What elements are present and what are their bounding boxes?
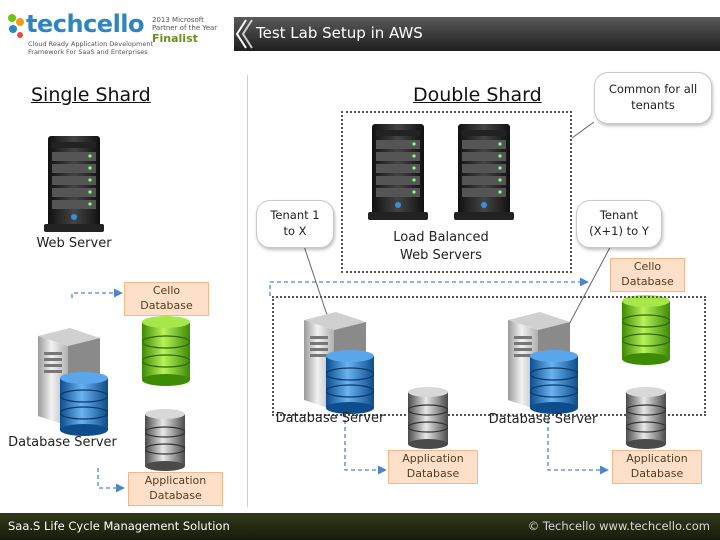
single-shard-heading: Single Shard [31,84,151,106]
pointer-tenant2 [565,239,615,331]
logo-tagline: Cloud Ready Application Development Fram… [28,40,154,56]
tenant1-callout: Tenant 1 to X [256,200,334,248]
db-server-1-label: Database Server [275,411,385,426]
section-divider [247,75,248,507]
db-server-blue-db-icon [60,372,108,437]
techcello-logo-icon [8,14,24,38]
connector-web-to-cello [71,288,123,298]
db-server-label: Database Server [8,435,117,450]
db-server-2-blue-db-icon [530,350,578,415]
connector-app-db [97,468,125,493]
footer-product: Saa.S Life Cycle Management Solution [8,519,230,533]
lb-web-server-2-icon [454,124,514,220]
app-db-2-label: Application Database [612,450,702,484]
common-tenants-callout: Common for all tenants [594,72,712,124]
app-db-1-label: Application Database [388,450,478,484]
db-server-1-blue-db-icon [326,350,374,415]
db-server-2-label: Database Server [488,412,598,427]
footer-copyright: © Techcello www.techcello.com [527,519,710,533]
chevron-left-icon [235,19,253,49]
logo-area: techcello Cloud Ready Application Develo… [0,0,240,62]
lb-web-server-1-icon [368,124,428,220]
logo-wordmark: techcello [26,10,145,38]
connector-shared-cello [269,277,589,296]
page-title: Test Lab Setup in AWS [256,24,423,42]
load-balanced-group [341,111,572,273]
app-db-label: Application Database [128,472,223,506]
cello-db-green-icon [142,316,190,387]
lb-web-servers-label: Load Balanced Web Servers [393,230,489,263]
shared-cello-db-label: Cello Database [610,258,685,292]
connector-app-db-2 [547,420,609,475]
database-servers-group [272,296,706,416]
footer-bar: Saa.S Life Cycle Management Solution © T… [0,513,720,540]
app-db-grey-icon [145,408,185,472]
web-server-label: Web Server [36,236,112,251]
app-db-2-grey-icon [626,386,666,450]
pointer-common [571,121,595,139]
cello-db-label: Cello Database [124,282,209,316]
double-shard-heading: Double Shard [413,84,542,106]
tenant2-callout: Tenant (X+1) to Y [576,200,662,248]
web-server-rack-icon [44,136,104,232]
title-bar: Test Lab Setup in AWS [234,17,720,51]
app-db-1-grey-icon [408,386,448,450]
connector-app-db-1 [344,420,387,475]
award-badge: 2013 Microsoft Partner of the Year Final… [152,16,218,45]
